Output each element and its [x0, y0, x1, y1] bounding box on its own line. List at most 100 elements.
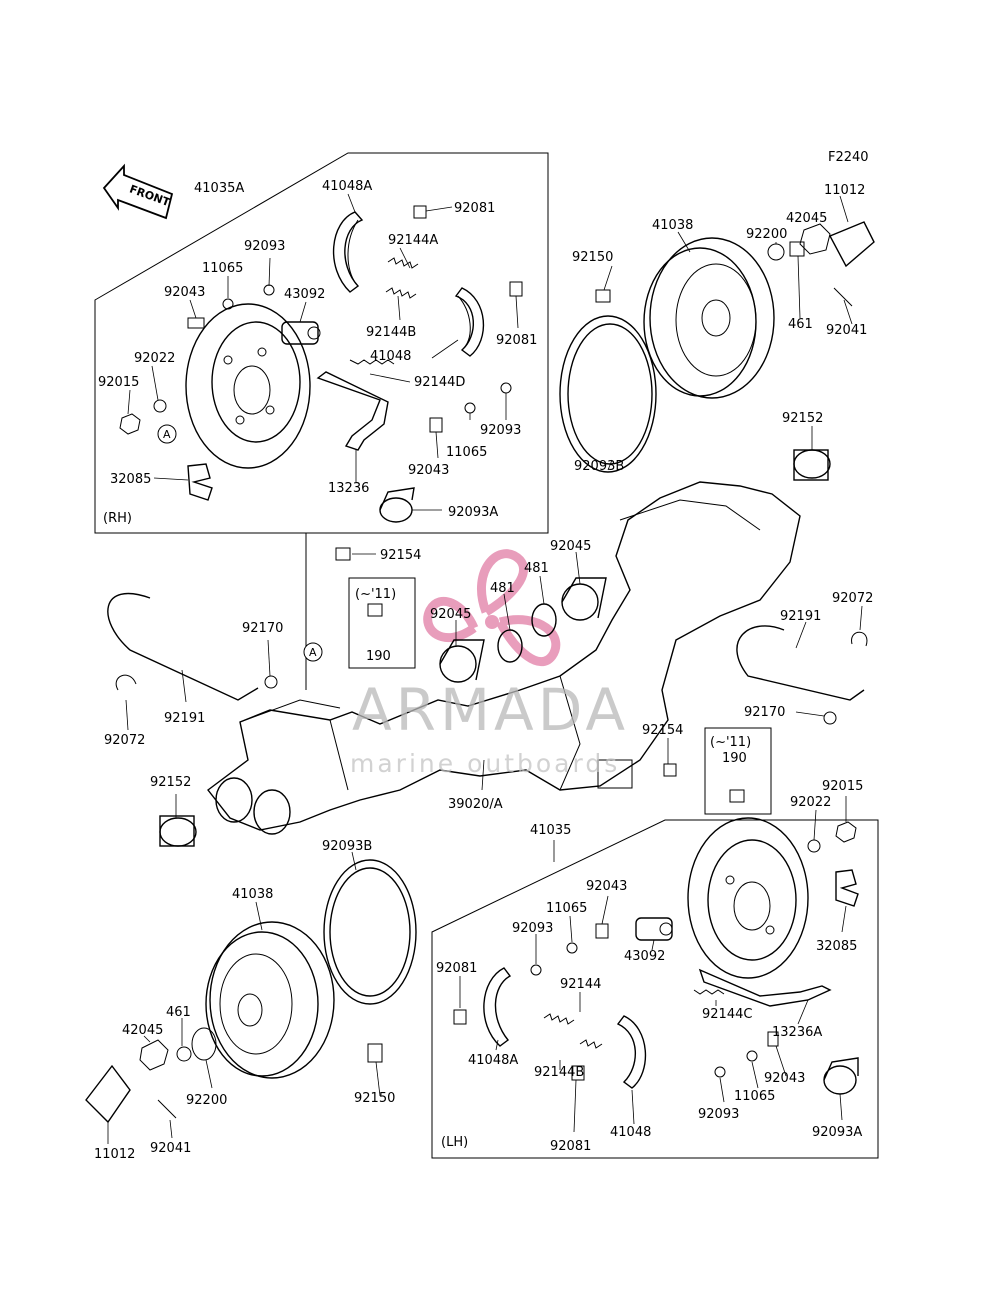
svg-text:92144B: 92144B — [534, 1065, 584, 1080]
watermark-tagline: marine outboards — [350, 749, 620, 778]
svg-text:92144D: 92144D — [414, 375, 465, 390]
lh-springs — [543, 989, 725, 1049]
svg-text:92170: 92170 — [744, 705, 785, 720]
leader-lines — [107, 193, 863, 1144]
lh-brake-shoe-a — [483, 967, 512, 1047]
svg-text:92081: 92081 — [496, 333, 537, 348]
svg-text:43092: 43092 — [624, 949, 665, 964]
svg-text:92015: 92015 — [822, 779, 863, 794]
lh-clip-32085 — [835, 869, 859, 907]
drum-upper — [643, 237, 775, 399]
rh-brake-shoe — [454, 287, 485, 357]
svg-text:92154: 92154 — [642, 723, 683, 738]
svg-text:42045: 42045 — [122, 1023, 163, 1038]
svg-text:11065: 11065 — [734, 1089, 775, 1104]
callout-a-center: A — [303, 642, 323, 662]
svg-text:92072: 92072 — [832, 591, 873, 606]
svg-text:92150: 92150 — [354, 1091, 395, 1106]
svg-text:41048A: 41048A — [468, 1053, 518, 1068]
svg-text:92043: 92043 — [586, 879, 627, 894]
watermark-petal — [477, 549, 529, 616]
svg-text:41038: 41038 — [652, 218, 693, 233]
callout-a-rh: A — [157, 424, 177, 444]
svg-text:41035A: 41035A — [194, 181, 244, 196]
svg-text:92045: 92045 — [430, 607, 471, 622]
seal-ring-lower — [323, 859, 417, 1005]
svg-text:461: 461 — [788, 317, 813, 332]
svg-text:461: 461 — [166, 1005, 191, 1020]
lh-lever-13236a — [698, 968, 832, 1007]
svg-text:92041: 92041 — [826, 323, 867, 338]
svg-text:32085: 32085 — [110, 472, 151, 487]
lh-bushing-92093a — [823, 1057, 859, 1095]
svg-text:92144: 92144 — [560, 977, 601, 992]
svg-text:92072: 92072 — [104, 733, 145, 748]
svg-text:190: 190 — [366, 649, 391, 664]
watermark-hub — [485, 615, 499, 629]
svg-text:41048: 41048 — [370, 349, 411, 364]
svg-text:42045: 42045 — [786, 211, 827, 226]
lh-label: (LH) — [441, 1135, 468, 1150]
svg-text:A: A — [163, 428, 171, 441]
svg-text:92043: 92043 — [408, 463, 449, 478]
svg-text:92041: 92041 — [150, 1141, 191, 1156]
svg-text:92093: 92093 — [698, 1107, 739, 1122]
front-arrow: FRONT — [102, 163, 174, 220]
svg-text:481: 481 — [490, 581, 515, 596]
svg-text:92093B: 92093B — [574, 459, 624, 474]
svg-text:92081: 92081 — [550, 1139, 591, 1154]
watermark-logo — [423, 549, 561, 666]
svg-text:39020/A: 39020/A — [448, 797, 503, 812]
variant-box-rh — [348, 577, 416, 669]
rh-lever-13236 — [316, 371, 389, 451]
svg-text:92022: 92022 — [134, 351, 175, 366]
svg-text:481: 481 — [524, 561, 549, 576]
rh-clip-32085 — [187, 463, 213, 501]
axle-housing — [159, 449, 831, 847]
svg-text:11065: 11065 — [446, 445, 487, 460]
svg-text:92200: 92200 — [746, 227, 787, 242]
svg-text:92081: 92081 — [454, 201, 495, 216]
rh-brake-shoe-a — [332, 211, 364, 293]
rh-springs — [349, 257, 419, 365]
svg-text:41048A: 41048A — [322, 179, 372, 194]
svg-text:92191: 92191 — [164, 711, 205, 726]
svg-text:11012: 11012 — [94, 1147, 135, 1162]
variant-range-lh: (~'11) — [710, 735, 751, 750]
lh-brake-shoe — [616, 1015, 647, 1089]
svg-text:A: A — [309, 646, 317, 659]
svg-text:92093A: 92093A — [448, 505, 498, 520]
svg-text:92093A: 92093A — [812, 1125, 862, 1140]
figure-code: F2240 — [828, 150, 869, 165]
svg-text:11012: 11012 — [824, 183, 865, 198]
svg-text:92093B: 92093B — [322, 839, 372, 854]
hub-nut-upper — [595, 221, 875, 307]
svg-text:92150: 92150 — [572, 250, 613, 265]
svg-text:11065: 11065 — [546, 901, 587, 916]
watermark-petal — [496, 615, 561, 666]
svg-text:92152: 92152 — [782, 411, 823, 426]
svg-text:92043: 92043 — [164, 285, 205, 300]
watermark-brand: ARMADA — [352, 676, 629, 744]
svg-text:92081: 92081 — [436, 961, 477, 976]
svg-text:92144B: 92144B — [366, 325, 416, 340]
svg-text:92043: 92043 — [764, 1071, 805, 1086]
svg-text:92093: 92093 — [244, 239, 285, 254]
svg-text:190: 190 — [722, 751, 747, 766]
rh-backing-plate — [185, 303, 311, 469]
watermark-petal — [423, 596, 479, 643]
lh-wheel-cylinder — [635, 917, 673, 941]
svg-text:92045: 92045 — [550, 539, 591, 554]
svg-text:43092: 43092 — [284, 287, 325, 302]
svg-text:92144A: 92144A — [388, 233, 438, 248]
breather-hoses — [107, 592, 868, 803]
lh-backing-plate — [687, 817, 809, 979]
svg-text:32085: 32085 — [816, 939, 857, 954]
svg-text:13236A: 13236A — [772, 1025, 822, 1040]
svg-text:92170: 92170 — [242, 621, 283, 636]
svg-text:92200: 92200 — [186, 1093, 227, 1108]
svg-text:92154: 92154 — [380, 548, 421, 563]
svg-text:92015: 92015 — [98, 375, 139, 390]
